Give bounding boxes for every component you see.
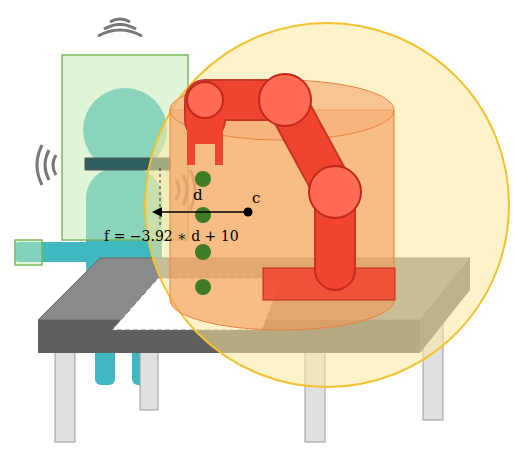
robot-joint xyxy=(187,82,223,118)
robot-arm xyxy=(187,74,395,300)
wave xyxy=(104,25,136,30)
distance-label: d xyxy=(193,188,203,203)
robot-joint xyxy=(259,74,311,126)
center-label: c xyxy=(252,191,260,206)
wave xyxy=(45,150,49,180)
center-point xyxy=(244,208,253,217)
boundary-line xyxy=(160,168,161,225)
wave xyxy=(53,155,56,175)
wave xyxy=(98,30,142,36)
distance-arrow xyxy=(160,211,248,213)
wave xyxy=(37,145,42,185)
sample-point xyxy=(195,244,211,260)
table-leg xyxy=(55,350,75,442)
arrow-head xyxy=(152,207,162,217)
robot-gripper xyxy=(191,120,219,165)
wave xyxy=(110,19,130,22)
robot-joint xyxy=(309,166,361,218)
sample-point xyxy=(195,207,211,223)
sample-point xyxy=(195,171,211,187)
sample-point xyxy=(195,279,211,295)
cylinder-body xyxy=(170,110,394,330)
safety-sphere xyxy=(145,23,509,387)
formula-label: f = −3.92 ∗ d + 10 xyxy=(104,229,239,243)
hand-zone xyxy=(15,240,42,265)
